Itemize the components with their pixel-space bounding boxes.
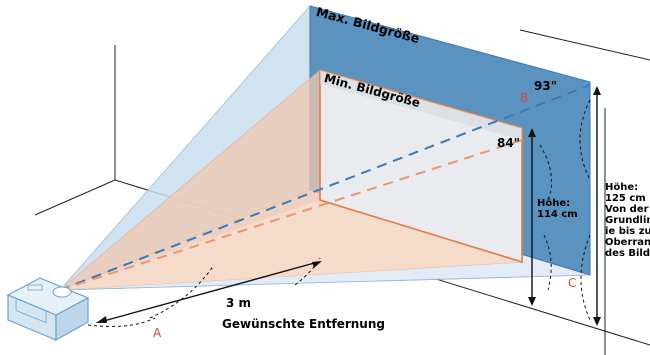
arc-min-height-top: [539, 144, 553, 201]
distance-arrow-head-right: [312, 261, 322, 268]
min-height-value: 114 cm: [537, 209, 578, 220]
max-height-line: Grundlin-: [605, 215, 650, 226]
max-axis-line: [59, 84, 591, 291]
dimension-markers: [87, 86, 601, 327]
point-a-label: A: [153, 326, 162, 340]
distance-value-label: 3 m: [226, 296, 252, 310]
ceiling-right-line: [519, 29, 650, 61]
floor-left-line: [34, 179, 116, 216]
projector-side: [55, 297, 89, 342]
max-height-line: Von der: [605, 204, 649, 215]
distance-caption-label: Gewünschte Entfernung: [222, 317, 385, 331]
max-height-line: des Bildes: [605, 248, 650, 259]
min-height-arrow-bottom: [528, 297, 536, 306]
max-height-line: 125 cm: [605, 193, 646, 204]
projector: [6, 277, 90, 342]
min-screen-shade: [320, 70, 522, 140]
min-height-title: Höhe:: [537, 198, 571, 209]
max-height-arrow-top: [593, 86, 601, 95]
projector-vent: [15, 297, 47, 324]
max-diagonal-label: 93": [534, 79, 557, 93]
arc-max-height-bottom: [580, 234, 591, 321]
projector-button: [27, 284, 43, 291]
max-height-line: ie bis zum: [605, 226, 650, 237]
min-diagonal-label: 84": [497, 136, 520, 150]
max-height-note: Höhe: 125 cm Von der Grundlin- ie bis zu…: [605, 182, 650, 259]
arc-a: [87, 317, 156, 327]
min-axis-line: [59, 139, 523, 291]
max-height-arrow-bottom: [593, 317, 601, 326]
min-height-arrow-top: [528, 128, 536, 137]
arc-distance-right: [294, 257, 321, 286]
distance-arrow-head-left: [96, 316, 107, 323]
arc-distance-left: [149, 264, 215, 319]
min-beam-lower: [60, 200, 522, 290]
point-b-label: B: [520, 91, 529, 105]
distance-arrow: [99, 261, 319, 323]
point-c-label: C: [568, 276, 577, 290]
max-height-line: Höhe:: [605, 182, 639, 193]
projector-lens: [52, 286, 72, 298]
arc-max-height-top: [579, 99, 591, 181]
